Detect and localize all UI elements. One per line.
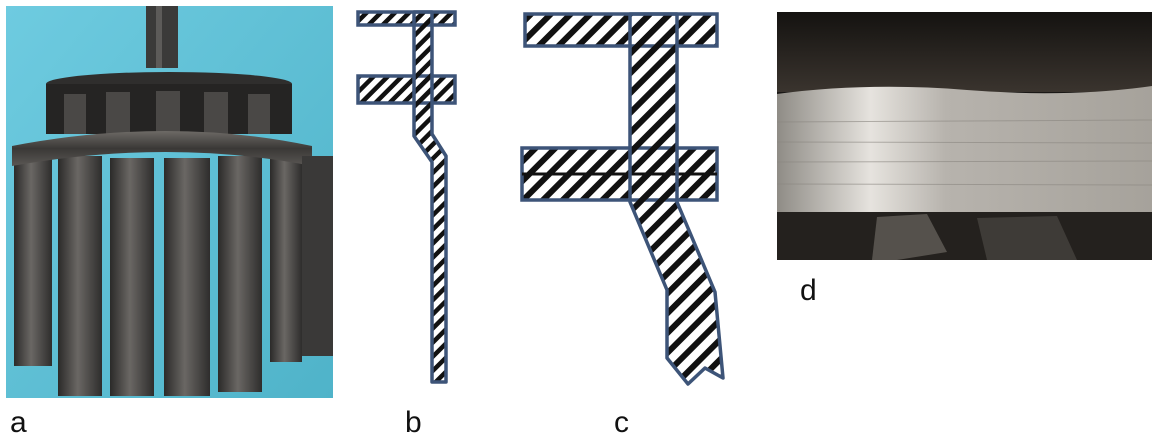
panel-label-c: c <box>614 406 629 439</box>
fins <box>14 146 302 396</box>
plate-top <box>523 12 719 48</box>
upper-slots <box>64 91 270 134</box>
panel-label-b: b <box>405 406 422 439</box>
schematic-c <box>520 12 725 386</box>
vertical-member <box>412 10 448 384</box>
photo-slotted-cylinder <box>6 6 333 398</box>
bent-member <box>628 12 725 386</box>
plate-top <box>356 10 457 27</box>
photo-sheet-section <box>777 12 1152 260</box>
panel-label-a: a <box>10 406 27 439</box>
panel-label-d: d <box>800 274 817 307</box>
band-ring <box>12 131 312 166</box>
plate-middle <box>356 74 457 105</box>
schematic-b <box>356 10 457 384</box>
metal-strip <box>777 86 1152 212</box>
